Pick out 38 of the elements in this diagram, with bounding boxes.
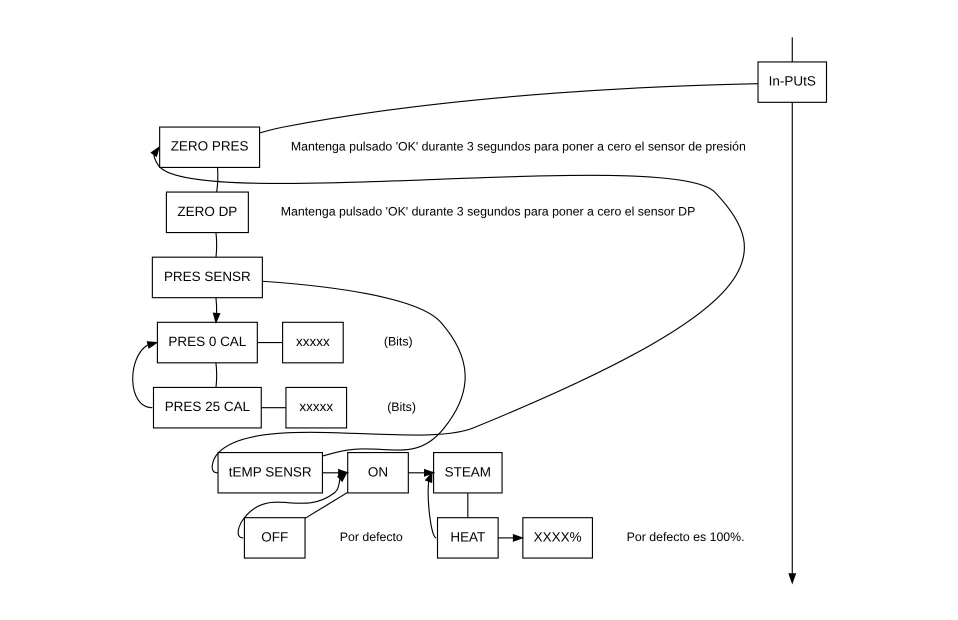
node-box: OFF [243, 517, 306, 559]
node-box: ON [346, 452, 408, 494]
node-label: Por defecto es 100%. [626, 530, 744, 544]
connector [466, 493, 468, 518]
node-box: tEMP SENSR [216, 452, 322, 494]
arrow [788, 102, 796, 584]
node-label: Mantenga pulsado 'OK' durante 3 segundos para poner a cero el sensor de presión [290, 139, 746, 154]
node-label: (Bits) [386, 400, 416, 414]
node-box: xxxxx [284, 386, 347, 428]
node-box: STEAM [432, 452, 502, 494]
arrow [150, 146, 744, 474]
node-label: Por defecto [339, 530, 402, 544]
node-box: XXXX% [522, 517, 592, 559]
node-box: PRES 25 CAL [152, 386, 262, 428]
connector [214, 362, 217, 388]
arrow [498, 534, 524, 542]
connector [258, 83, 758, 134]
connector [260, 407, 286, 408]
node-label: (Bits) [383, 334, 412, 349]
node-box: In-PUtS [756, 61, 827, 103]
arrow [212, 298, 220, 324]
node-box: ZERO DP [165, 192, 248, 234]
node-box: xxxxx [282, 322, 344, 364]
node-label: Mantenga pulsado 'OK' durante 3 segundos para poner a cero el sensor DP [280, 204, 695, 218]
connector [214, 232, 217, 258]
node-box: PRES SENSR [151, 256, 262, 298]
connector [262, 280, 466, 456]
arrow [424, 471, 436, 538]
node-box: PRES 0 CAL [156, 322, 258, 364]
node-box: ZERO PRES [158, 126, 260, 168]
arrow [237, 472, 348, 538]
connector [791, 37, 792, 62]
connector [216, 168, 218, 192]
arrow [408, 468, 435, 477]
arrow [132, 341, 158, 408]
connector [257, 342, 282, 344]
connector [304, 492, 348, 519]
node-box: HEAT [436, 517, 498, 559]
